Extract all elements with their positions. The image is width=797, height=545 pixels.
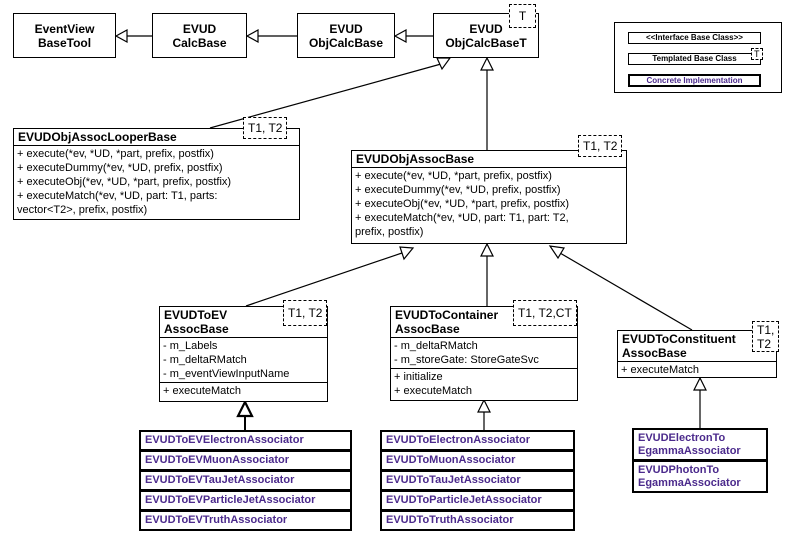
edge-toev-assocbase xyxy=(245,252,403,307)
attributes-section: - m_Labels - m_deltaRMatch - m_eventView… xyxy=(160,337,327,382)
legend: <<Interface Base Class>> Templated Base … xyxy=(614,22,782,93)
methods-section: + executeMatch xyxy=(618,361,776,378)
class-title: EVUD ObjCalcBase xyxy=(308,21,384,50)
template-param-objcalcbaset: T xyxy=(509,4,536,28)
method: + executeMatch(*ev, *UD, part: T1, parts… xyxy=(17,190,218,216)
class-title: EVUD CalcBase xyxy=(172,21,227,50)
template-param-assocbase: T1, T2 xyxy=(578,135,623,157)
method: + executeObj(*ev, *UD, *part, prefix, po… xyxy=(17,176,232,188)
impl-evud-to-taujet-associator: EVUDToTauJetAssociator xyxy=(380,470,575,491)
method: + executeDummy(*ev, *UD, prefix, postfix… xyxy=(355,184,561,196)
impl-evud-toev-particlejet-associator: EVUDToEVParticleJetAssociator xyxy=(139,490,352,511)
legend-templated: Templated Base Class xyxy=(628,53,761,65)
method: + executeObj(*ev, *UD, *part, prefix, po… xyxy=(355,198,570,210)
attribute: - m_deltaRMatch xyxy=(163,354,247,366)
impl-evud-toev-taujet-associator: EVUDToEVTauJetAssociator xyxy=(139,470,352,491)
legend-concrete: Concrete Implementation xyxy=(628,74,761,87)
impl-evud-to-particlejet-associator: EVUDToParticleJetAssociator xyxy=(380,490,575,511)
class-eventview-basetool: EventView BaseTool xyxy=(13,13,116,58)
class-evud-objcalcbase: EVUD ObjCalcBase xyxy=(297,13,395,58)
attribute: - m_Labels xyxy=(163,340,218,352)
arrow-assocbase-toev xyxy=(399,246,415,261)
class-title: EVUDToConstituent AssocBase xyxy=(622,332,736,360)
impl-evud-photon-to-egamma-associator: EVUDPhotonTo EgammaAssociator xyxy=(632,460,768,493)
arrow-toev-impl xyxy=(236,399,254,418)
methods-section: + initialize + executeMatch xyxy=(391,368,577,399)
method: + initialize xyxy=(394,371,443,383)
class-evud-calcbase: EVUD CalcBase xyxy=(152,13,247,58)
arrow-basetool xyxy=(114,28,128,44)
class-title: EVUDObjAssocBase xyxy=(356,152,475,166)
arrow-tocontainer-impl xyxy=(477,398,491,413)
method: + executeMatch xyxy=(394,385,472,397)
arrow-calcbase xyxy=(245,28,259,44)
attribute: - m_eventViewInputName xyxy=(163,368,290,380)
impl-evud-toev-electron-associator: EVUDToEVElectronAssociator xyxy=(139,430,352,451)
legend-templated-param: T xyxy=(751,48,763,60)
template-param-tocontainer: T1, T2,CT xyxy=(513,300,577,326)
impl-evud-to-truth-associator: EVUDToTruthAssociator xyxy=(380,510,575,531)
template-param-toconstituent: T1, T2 xyxy=(752,321,780,352)
impl-evud-toev-truth-associator: EVUDToEVTruthAssociator xyxy=(139,510,352,531)
methods-section: + executeMatch xyxy=(160,382,327,399)
impl-evud-to-muon-associator: EVUDToMuonAssociator xyxy=(380,450,575,471)
methods-section: + execute(*ev, *UD, *part, prefix, postf… xyxy=(352,167,626,240)
method: + execute(*ev, *UD, *part, prefix, postf… xyxy=(355,170,552,182)
arrow-objcalcbaset-looper xyxy=(436,57,452,71)
attribute: - m_storeGate: StoreGateSvc xyxy=(394,354,539,366)
attributes-section: - m_deltaRMatch - m_storeGate: StoreGate… xyxy=(391,337,577,368)
methods-section: + execute(*ev, *UD, *part, prefix, postf… xyxy=(14,145,299,218)
class-evud-toconstituent-assocbase: EVUDToConstituent AssocBase + executeMat… xyxy=(617,330,777,378)
edge-toconstituent-assocbase xyxy=(559,252,693,331)
arrow-assocbase-tocontainer xyxy=(480,242,494,257)
class-title: EVUDToEV AssocBase xyxy=(164,308,229,336)
template-param-looper: T1, T2 xyxy=(243,117,288,139)
class-title: EventView BaseTool xyxy=(34,21,95,50)
class-evud-objassoclooperbase: EVUDObjAssocLooperBase + execute(*ev, *U… xyxy=(13,128,300,220)
method: + executeMatch xyxy=(621,364,699,376)
method: + executeMatch(*ev, *UD, part: T1, part:… xyxy=(355,212,569,238)
attribute: - m_deltaRMatch xyxy=(394,340,478,352)
legend-interface: <<Interface Base Class>> xyxy=(628,32,761,44)
impl-evud-to-electron-associator: EVUDToElectronAssociator xyxy=(380,430,575,451)
arrow-objcalcbase xyxy=(393,28,407,44)
impl-evud-toev-muon-associator: EVUDToEVMuonAssociator xyxy=(139,450,352,471)
impl-evud-electron-to-egamma-associator: EVUDElectronTo EgammaAssociator xyxy=(632,428,768,461)
template-param-toev: T1, T2 xyxy=(283,300,328,326)
arrow-objcalcbaset-assocbase xyxy=(480,56,494,71)
method: + execute(*ev, *UD, *part, prefix, postf… xyxy=(17,148,214,160)
class-evud-objassocbase: EVUDObjAssocBase + execute(*ev, *UD, *pa… xyxy=(351,150,627,244)
arrow-toconstituent-impl xyxy=(693,376,707,391)
class-title: EVUDObjAssocLooperBase xyxy=(18,130,177,144)
class-title: EVUD ObjCalcBaseT xyxy=(445,21,527,50)
class-title: EVUDToContainer AssocBase xyxy=(395,308,499,336)
method: + executeDummy(*ev, *UD, prefix, postfix… xyxy=(17,162,223,174)
method: + executeMatch xyxy=(163,385,241,397)
arrow-assocbase-toconstituent xyxy=(548,245,565,260)
